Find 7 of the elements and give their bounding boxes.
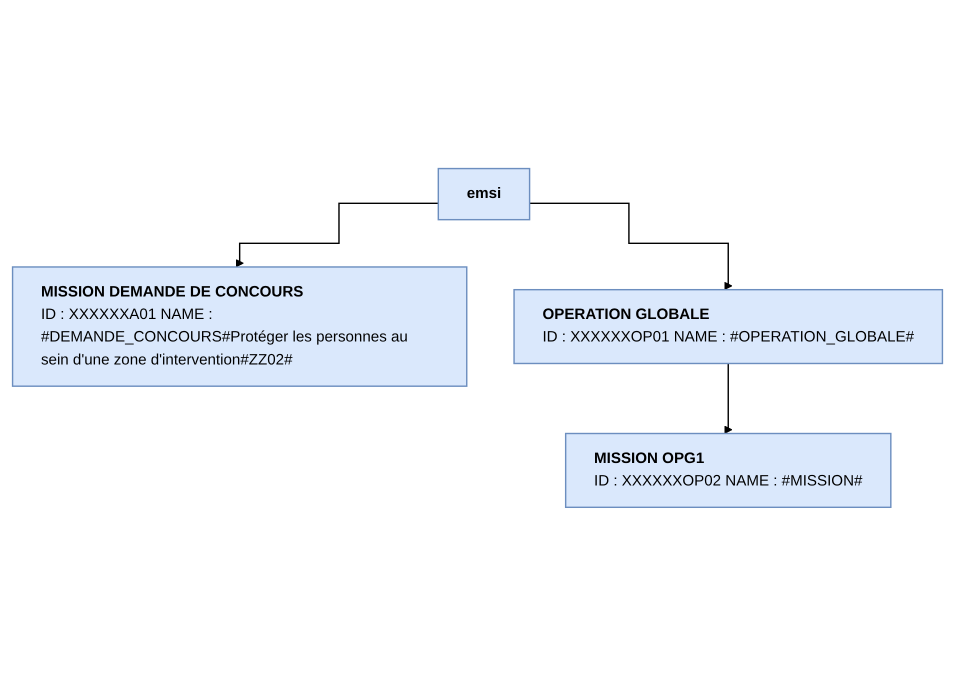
node-box: MISSION DEMANDE DE CONCOURS ID : XXXXXXA01 NAME : #DEMANDE_CONCOURS#Protéger les personnes au sein d'une zone d'intervention#ZZ02# <box>12 266 468 387</box>
node-box: emsi <box>438 168 530 220</box>
arrow <box>530 202 732 290</box>
arrow <box>724 362 732 434</box>
node-box: OPERATION GLOBALE ID : XXXXXXOP01 NAME : #OPERATION_GLOBALE# <box>513 289 944 364</box>
node-box: MISSION OPG1 ID : XXXXXXOP02 NAME : #MISSION# <box>564 432 892 508</box>
arrow <box>236 202 438 268</box>
